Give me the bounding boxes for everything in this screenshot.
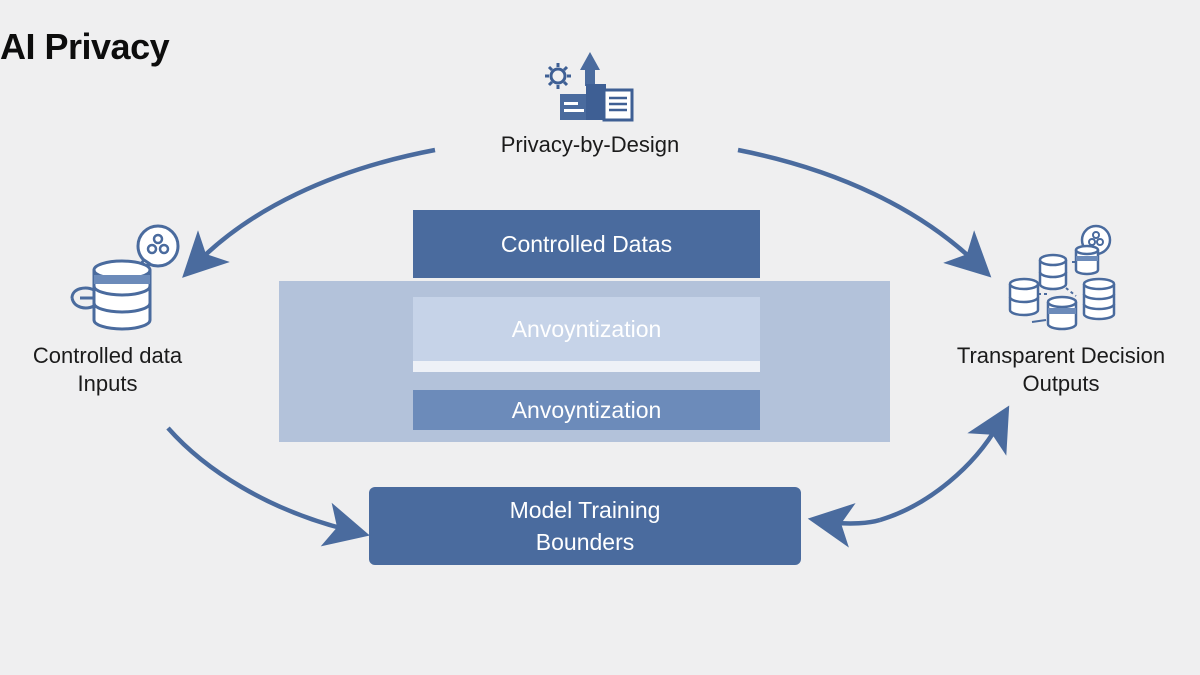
controlled-data-inputs-line2: Inputs: [77, 371, 138, 396]
page-title: AI Privacy: [0, 26, 170, 67]
arrow-top-to-right: [737, 147, 992, 278]
anonymization-label-2: Anvoyntization: [511, 396, 662, 423]
stack-divider: [413, 361, 760, 372]
privacy-by-design-label: Privacy-by-Design: [500, 132, 680, 157]
arrow-model-to-right: [879, 405, 1010, 523]
cloud-upload-server-icon: [545, 52, 634, 122]
controlled-datas-box: Controlled Datas: [413, 210, 760, 278]
arrow-right-to-model: [807, 503, 881, 548]
controlled-datas-label: Controlled Datas: [500, 230, 673, 257]
controlled-data-inputs-line1: Controlled data: [32, 343, 183, 368]
transparent-decision-outputs-line1: Transparent Decision: [956, 343, 1166, 368]
transparent-decision-outputs-label: Transparent Decision Outputs: [950, 342, 1172, 398]
anonymization-label-1: Anvoyntization: [511, 315, 662, 342]
arrow-left-to-model: [166, 426, 370, 547]
arrow-top-to-left: [182, 147, 436, 278]
database-chat-icon: [70, 224, 180, 331]
controlled-data-inputs-label: Controlled data Inputs: [20, 342, 195, 398]
database-network-icon: [1008, 224, 1116, 331]
transparent-decision-outputs-line2: Outputs: [1022, 371, 1100, 396]
anonymization-box-2: Anvoyntization: [413, 390, 760, 430]
model-training-line1: Model Training: [509, 497, 661, 523]
anonymization-box-1: Anvoyntization: [413, 297, 760, 361]
model-training-box: Model Training Bounders: [369, 487, 801, 565]
model-training-line2: Bounders: [535, 529, 635, 555]
